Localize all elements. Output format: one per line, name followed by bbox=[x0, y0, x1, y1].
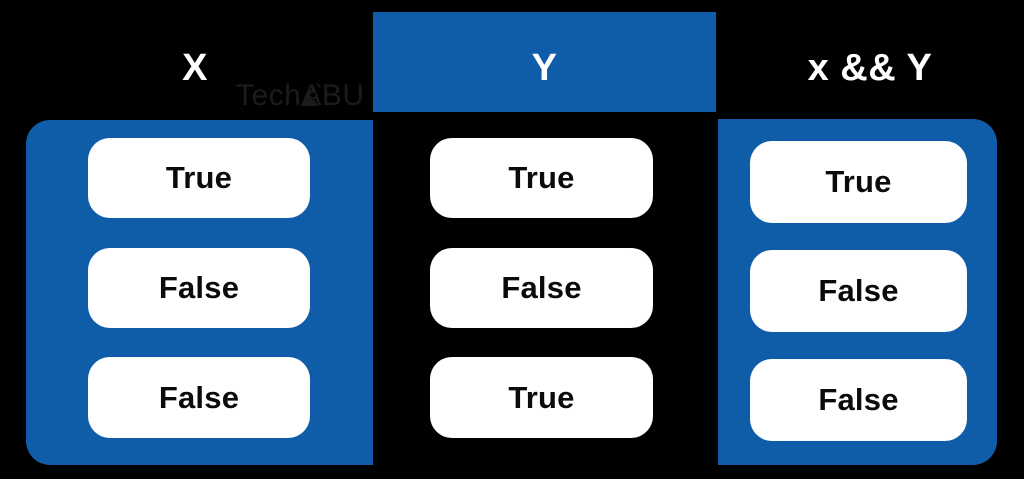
cell-y-row1[interactable]: True bbox=[430, 138, 653, 218]
cell-x-row1[interactable]: True bbox=[88, 138, 310, 218]
cell-y-row3[interactable]: True bbox=[430, 357, 653, 438]
cell-x-and-y-row2[interactable]: False bbox=[750, 250, 967, 332]
cell-y-row2[interactable]: False bbox=[430, 248, 653, 328]
rocket-a-icon bbox=[300, 83, 321, 106]
cell-x-row2[interactable]: False bbox=[88, 248, 310, 328]
column-header-highlight-y bbox=[373, 12, 716, 112]
column-header-y: Y bbox=[531, 47, 558, 89]
cell-x-row3[interactable]: False bbox=[88, 357, 310, 438]
cell-x-and-y-row1[interactable]: True bbox=[750, 141, 967, 223]
column-header-x-and-y: x && Y bbox=[807, 47, 933, 89]
column-header-x: X bbox=[182, 47, 208, 89]
cell-x-and-y-row3[interactable]: False bbox=[750, 359, 967, 441]
